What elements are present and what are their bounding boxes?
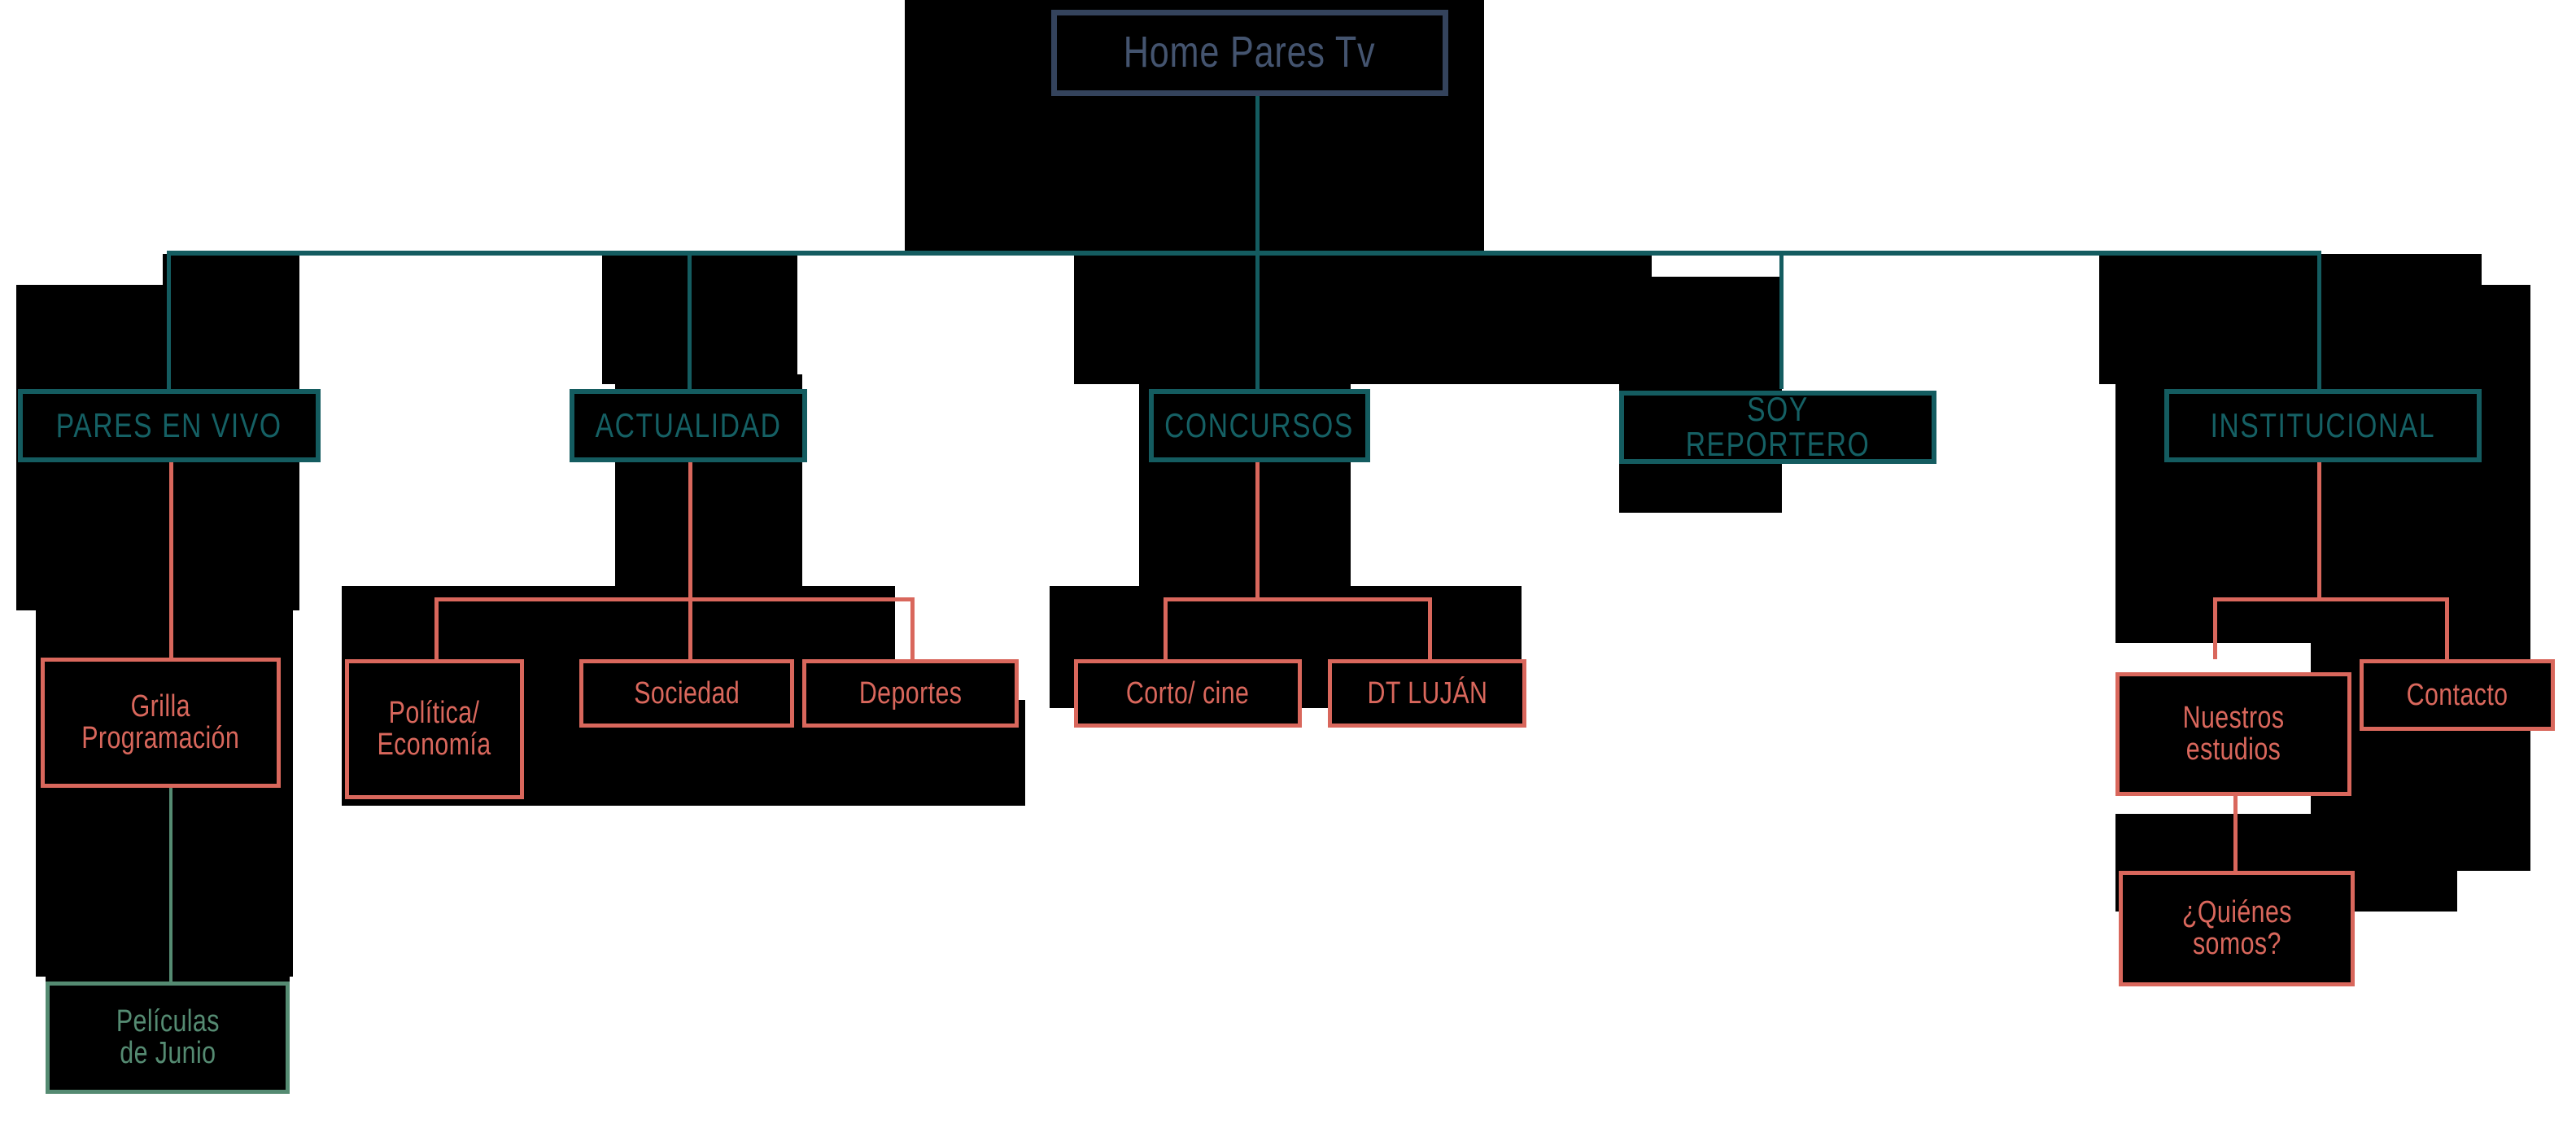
node-contacto-label: Contacto bbox=[2406, 677, 2508, 712]
connector-concursos-corto bbox=[1164, 597, 1168, 659]
connector-institucional-estudios bbox=[2213, 597, 2217, 659]
node-actualidad[interactable]: ACTUALIDAD bbox=[570, 389, 807, 462]
node-soy-reportero[interactable]: SOY REPORTERO bbox=[1619, 391, 1936, 464]
backing-block bbox=[1383, 254, 1652, 384]
connector-pares-grilla bbox=[169, 462, 173, 658]
connector-concursos-stem bbox=[1255, 462, 1260, 601]
connector-institucional-contacto bbox=[2445, 597, 2449, 659]
node-corto-cine-label: Corto/ cine bbox=[1126, 675, 1250, 710]
connector-trunk bbox=[167, 251, 2320, 256]
node-quienes-somos[interactable]: ¿Quiénes somos? bbox=[2119, 871, 2355, 986]
connector-actualidad-sociedad bbox=[688, 597, 692, 659]
backing-block bbox=[602, 254, 797, 384]
node-institucional-label: INSTITUCIONAL bbox=[2210, 405, 2436, 444]
connector-concursos-bus bbox=[1164, 597, 1432, 601]
connector-drop-concursos bbox=[1255, 251, 1260, 389]
node-root[interactable]: Home Pares Tv bbox=[1051, 10, 1448, 96]
node-dt-lujan-label: DT LUJÁN bbox=[1367, 675, 1487, 710]
connector-estudios-quienes bbox=[2233, 796, 2238, 871]
node-deportes[interactable]: Deportes bbox=[802, 659, 1019, 728]
node-grilla-programacion[interactable]: Grilla Programación bbox=[41, 658, 281, 788]
node-pares-en-vivo[interactable]: PARES EN VIVO bbox=[18, 389, 321, 462]
node-grilla-programacion-label: Grilla Programación bbox=[81, 689, 240, 755]
node-nuestros-estudios-label: Nuestros estudios bbox=[2182, 701, 2285, 767]
node-institucional[interactable]: INSTITUCIONAL bbox=[2164, 389, 2482, 462]
node-soy-reportero-label: SOY REPORTERO bbox=[1685, 390, 1871, 463]
node-sociedad-label: Sociedad bbox=[634, 675, 740, 710]
node-contacto[interactable]: Contacto bbox=[2360, 659, 2555, 731]
node-dt-lujan[interactable]: DT LUJÁN bbox=[1328, 659, 1526, 728]
connector-institucional-bus bbox=[2213, 597, 2449, 601]
connector-drop-actualidad bbox=[688, 251, 692, 389]
node-peliculas-de-junio-label: Películas de Junio bbox=[116, 1004, 220, 1070]
connector-actualidad-politica bbox=[434, 597, 439, 659]
node-politica-economia-label: Política/ Economía bbox=[377, 696, 492, 762]
connector-root-stem bbox=[1255, 96, 1260, 256]
connector-actualidad-bus bbox=[434, 597, 915, 601]
connector-concursos-dtlujan bbox=[1428, 597, 1432, 659]
connector-actualidad-deportes bbox=[910, 597, 915, 659]
node-concursos-label: CONCURSOS bbox=[1164, 405, 1355, 444]
node-politica-economia[interactable]: Política/ Economía bbox=[345, 659, 524, 799]
node-corto-cine[interactable]: Corto/ cine bbox=[1074, 659, 1302, 728]
connector-drop-pares bbox=[167, 251, 171, 389]
connector-institucional-stem bbox=[2317, 462, 2321, 601]
node-actualidad-label: ACTUALIDAD bbox=[595, 405, 782, 444]
connector-grilla-peliculas bbox=[169, 788, 172, 982]
node-peliculas-de-junio[interactable]: Películas de Junio bbox=[46, 982, 290, 1094]
node-pares-en-vivo-label: PARES EN VIVO bbox=[56, 405, 282, 444]
node-deportes-label: Deportes bbox=[858, 675, 963, 710]
node-sociedad[interactable]: Sociedad bbox=[579, 659, 794, 728]
node-nuestros-estudios[interactable]: Nuestros estudios bbox=[2115, 672, 2351, 796]
connector-actualidad-stem bbox=[688, 462, 692, 601]
connector-drop-reportero bbox=[1779, 251, 1784, 389]
node-root-label: Home Pares Tv bbox=[1124, 28, 1376, 77]
node-quienes-somos-label: ¿Quiénes somos? bbox=[2181, 895, 2292, 961]
connector-drop-institucional bbox=[2317, 251, 2321, 389]
node-concursos[interactable]: CONCURSOS bbox=[1149, 389, 1370, 462]
